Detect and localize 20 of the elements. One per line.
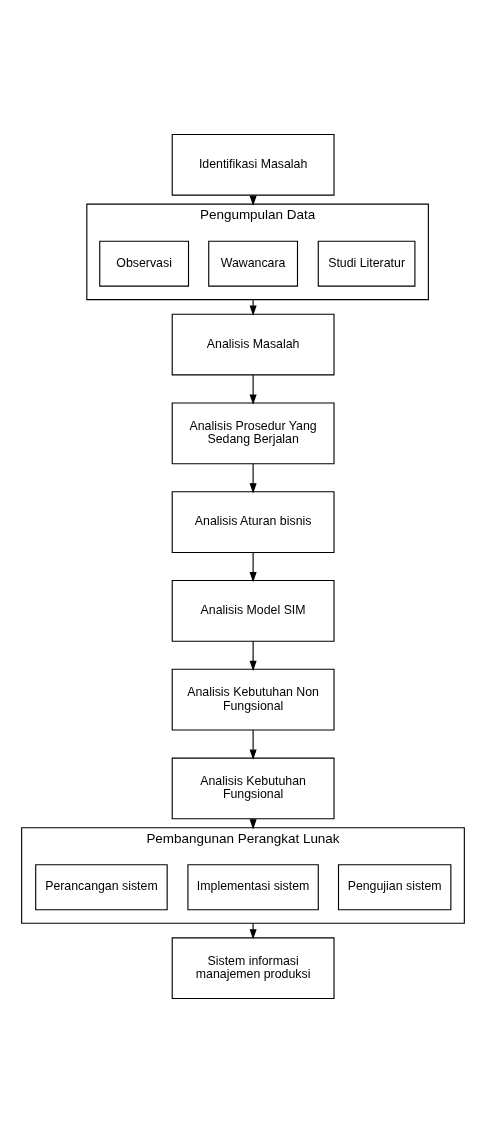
arrow bbox=[249, 729, 257, 760]
node-box: Observasi bbox=[99, 240, 190, 287]
node-box: Sistem informasi manajemen produksi bbox=[171, 936, 335, 999]
node-box: Analisis Masalah bbox=[171, 313, 335, 375]
node-box: Implementasi sistem bbox=[187, 863, 319, 910]
arrow bbox=[249, 640, 257, 671]
node-box: Wawancara bbox=[208, 240, 299, 287]
arrow bbox=[249, 194, 257, 206]
arrow bbox=[249, 373, 257, 405]
node-box: Analisis Aturan bisnis bbox=[171, 490, 335, 553]
arrow bbox=[249, 551, 257, 582]
node-box: Studi Literatur bbox=[317, 240, 416, 287]
node-box: Analisis Model SIM bbox=[171, 579, 335, 642]
node-box: Pengujian sistem bbox=[337, 863, 452, 910]
arrow bbox=[249, 922, 257, 939]
node-box: Perancangan sistem bbox=[35, 863, 168, 910]
arrow bbox=[249, 298, 257, 316]
node-box: Analisis Prosedur Yang Sedang Berjalan bbox=[171, 401, 335, 464]
arrow bbox=[249, 462, 257, 493]
node-box: Analisis Kebutuhan Non Fungsional bbox=[171, 668, 335, 731]
